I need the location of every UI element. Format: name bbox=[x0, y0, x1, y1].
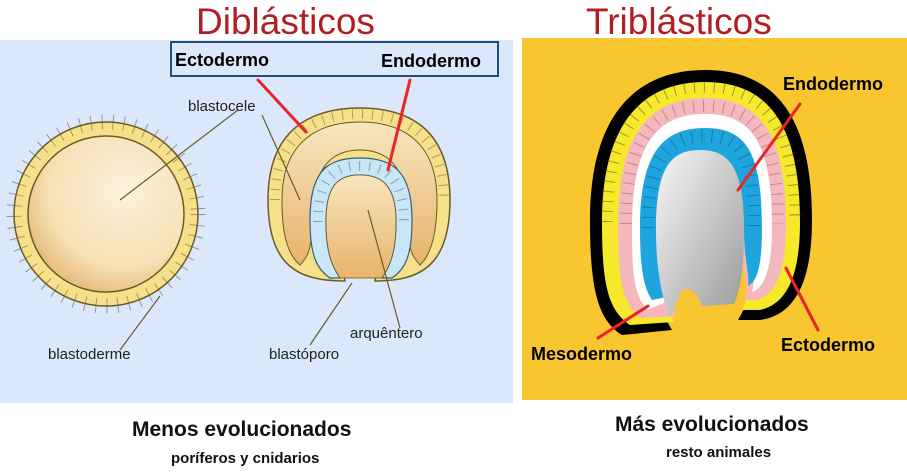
blastoderme-label: blastoderme bbox=[48, 346, 131, 363]
diblastic-caption: Menos evolucionados bbox=[132, 418, 352, 441]
triblastic-gastrula bbox=[590, 70, 812, 335]
germ-layer-label-box bbox=[170, 41, 499, 77]
diblastic-gastrula bbox=[267, 107, 451, 282]
diblastic-subcaption: poríferos y cnidarios bbox=[171, 450, 320, 467]
blastocele-label: blastocele bbox=[188, 98, 256, 115]
triblastic-ectoderm-label: Ectodermo bbox=[781, 335, 876, 355]
triblastic-heading: Triblásticos bbox=[586, 1, 772, 42]
triblastic-caption: Más evolucionados bbox=[615, 413, 809, 436]
blastula bbox=[6, 114, 206, 314]
diblastic-heading: Diblásticos bbox=[196, 1, 375, 42]
triblastic-mesoderm-label: Mesodermo bbox=[531, 344, 633, 364]
blastoporo-label: blastóporo bbox=[269, 346, 340, 363]
red-pointer-lines bbox=[256, 78, 820, 340]
triblastic-subcaption: resto animales bbox=[666, 444, 772, 461]
diblastic-leader-lines bbox=[119, 109, 401, 351]
diblastic-endoderm-label: Endodermo bbox=[381, 51, 482, 71]
arquentero-label: arquêntero bbox=[350, 325, 423, 342]
triblastic-endoderm-label: Endodermo bbox=[783, 74, 884, 94]
diblastic-ectoderm-label: Ectodermo bbox=[175, 50, 270, 70]
